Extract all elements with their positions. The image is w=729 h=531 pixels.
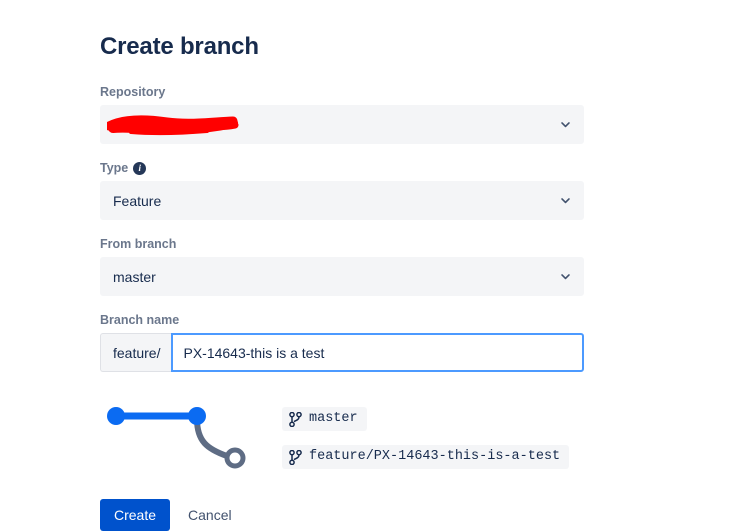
field-repository: Repository xyxy=(100,84,584,144)
field-type: Type i Feature xyxy=(100,160,584,220)
branch-chip-label: master xyxy=(309,411,358,426)
branch-name-prefix: feature/ xyxy=(100,333,173,372)
git-branch-icon xyxy=(289,411,302,427)
page-title: Create branch xyxy=(100,33,259,60)
from-branch-value: master xyxy=(113,268,156,285)
branch-name-input[interactable] xyxy=(171,333,584,372)
field-from-branch: From branch master xyxy=(100,236,584,296)
branch-name-label: Branch name xyxy=(100,312,584,328)
branch-graph-labels: master feature/PX-14643-this-is-a-test xyxy=(282,407,570,469)
form-actions: Create Cancel xyxy=(100,499,584,531)
repository-select[interactable] xyxy=(100,105,584,144)
branch-name-row: feature/ xyxy=(100,333,584,372)
info-icon[interactable]: i xyxy=(133,161,147,175)
repository-label-text: Repository xyxy=(100,85,166,99)
create-button[interactable]: Create xyxy=(100,499,171,531)
branch-graph: master feature/PX-14643-this-is-a-test xyxy=(100,405,584,475)
git-branch-icon xyxy=(289,449,302,465)
branch-chip-label: feature/PX-14643-this-is-a-test xyxy=(309,449,561,464)
type-value: Feature xyxy=(113,192,162,209)
type-select[interactable]: Feature xyxy=(100,181,584,220)
chevron-down-icon xyxy=(560,271,571,282)
from-branch-label: From branch xyxy=(100,236,584,252)
branch-chip-master: master xyxy=(282,407,367,431)
branch-chip-feature: feature/PX-14643-this-is-a-test xyxy=(282,445,570,469)
branch-graph-svg xyxy=(107,407,246,469)
type-label-text: Type xyxy=(100,161,129,175)
type-label: Type i xyxy=(100,160,584,176)
chevron-down-icon xyxy=(560,119,571,130)
create-branch-form: Create branch Repository xyxy=(100,0,584,531)
repository-label: Repository xyxy=(100,84,584,100)
field-branch-name: Branch name feature/ xyxy=(100,312,584,372)
branch-name-label-text: Branch name xyxy=(100,313,180,327)
from-branch-select[interactable]: master xyxy=(100,257,584,296)
repository-redaction-scribble xyxy=(107,112,247,140)
cancel-button[interactable]: Cancel xyxy=(180,499,240,531)
from-branch-label-text: From branch xyxy=(100,237,177,251)
chevron-down-icon xyxy=(560,195,571,206)
